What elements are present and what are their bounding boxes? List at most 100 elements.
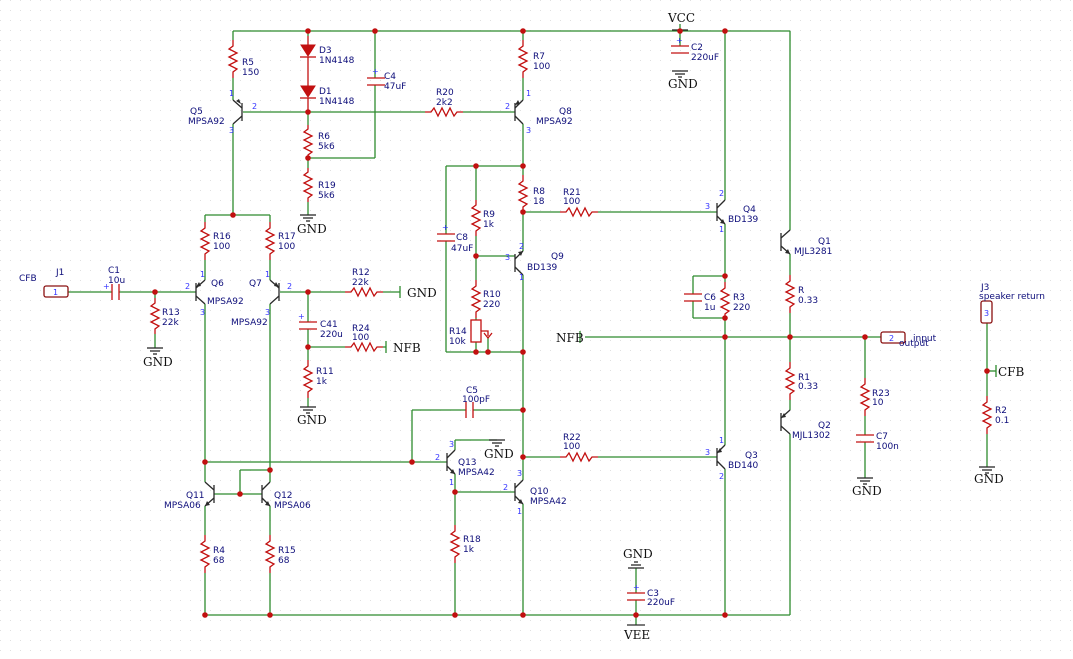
transistor-q11[interactable] — [204, 481, 215, 507]
pin-q10-3: 3 — [517, 469, 522, 478]
transistor-q6[interactable] — [195, 279, 206, 305]
resistor-r18[interactable] — [449, 525, 461, 563]
transistor-q4[interactable] — [716, 199, 726, 225]
resistor-r7[interactable] — [517, 40, 529, 78]
resistor-r24[interactable] — [345, 341, 383, 353]
capacitor-c5[interactable] — [465, 402, 474, 418]
resistor-r4[interactable] — [199, 535, 211, 573]
transistor-q7[interactable] — [269, 279, 280, 305]
resistor-r3[interactable] — [719, 282, 731, 320]
capacitor-c6[interactable] — [684, 293, 702, 302]
potentiometer-r14[interactable] — [470, 319, 493, 343]
capacitor-c1[interactable]: + — [103, 282, 120, 300]
label-q11-val: MPSA06 — [164, 501, 201, 511]
resistor-r16[interactable] — [199, 222, 211, 260]
net-nfb-main: NFB — [556, 331, 584, 345]
transistor-q13[interactable] — [446, 449, 456, 475]
capacitor-c41[interactable]: + — [298, 312, 317, 330]
diode-d3[interactable] — [300, 36, 316, 80]
capacitor-c4[interactable]: + — [367, 67, 385, 86]
label-q2-ref: Q2 — [818, 421, 831, 431]
resistor-r13[interactable] — [149, 298, 161, 334]
label-j3-ref: J3 — [980, 283, 989, 293]
capacitor-c8[interactable]: + — [437, 223, 455, 242]
label-r17-val: 100 — [278, 242, 295, 252]
label-r10-ref: R10 — [483, 290, 501, 300]
label-r15-ref: R15 — [278, 546, 296, 556]
junction-dot — [520, 612, 526, 618]
label-q6-ref: Q6 — [211, 279, 224, 289]
resistor-r20[interactable] — [425, 106, 463, 118]
pin-numbers: 1 2 3 1 2 3 1 2 3 1 2 3 1 2 3 1 2 3 1 2 … — [53, 89, 989, 516]
label-r6-val: 5k6 — [318, 142, 335, 152]
label-r3-ref: R3 — [733, 293, 745, 303]
resistor-r15[interactable] — [264, 535, 276, 573]
label-c8-val: 47uF — [451, 244, 473, 254]
junction-dot — [520, 163, 526, 169]
label-r11-val: 1k — [316, 377, 328, 387]
connector-j3[interactable] — [980, 300, 993, 324]
resistor-r[interactable] — [784, 275, 796, 313]
resistor-r21[interactable] — [560, 206, 598, 218]
label-q5-val: MPSA92 — [188, 117, 225, 127]
label-c5-val: 100pF — [462, 395, 490, 405]
label-r24-val: 100 — [352, 333, 369, 343]
label-r2-ref: R2 — [995, 406, 1007, 416]
connector-j1[interactable] — [43, 285, 69, 298]
capacitor-c2[interactable]: + — [671, 36, 689, 54]
transistor-q3[interactable] — [716, 444, 726, 470]
label-r24-ref: R24 — [352, 324, 370, 334]
resistor-r19[interactable] — [302, 168, 314, 202]
connector-j2[interactable] — [880, 331, 906, 344]
label-q13-val: MPSA42 — [458, 468, 495, 478]
diode-d1[interactable] — [300, 80, 316, 112]
pin-q6-2: 2 — [185, 282, 190, 291]
label-r22-ref: R22 — [563, 433, 581, 443]
transistor-q5[interactable] — [232, 99, 243, 125]
junction-dot — [520, 209, 526, 215]
label-c2-val: 220uF — [691, 53, 719, 63]
label-r13-ref: R13 — [162, 308, 180, 318]
transistor-q8[interactable] — [514, 99, 524, 125]
transistor-q12[interactable] — [261, 481, 271, 507]
resistor-r8[interactable] — [517, 175, 529, 212]
label-d3-val: 1N4148 — [319, 56, 355, 66]
resistor-r23[interactable] — [859, 378, 871, 416]
pin-q9-1: 1 — [519, 273, 524, 282]
resistor-r2[interactable] — [981, 396, 993, 434]
label-r12-ref: R12 — [352, 268, 370, 278]
svg-text:+: + — [633, 583, 640, 592]
label-q1-ref: Q1 — [818, 237, 831, 247]
transistor-q1[interactable] — [780, 229, 791, 255]
resistor-r9[interactable] — [470, 200, 482, 236]
net-vee: VEE — [623, 628, 650, 642]
label-c1-ref: C1 — [108, 266, 120, 276]
label-r21-ref: R21 — [563, 188, 581, 198]
label-r-ref: R — [798, 286, 804, 296]
pin-j2: 2 — [889, 334, 894, 343]
junction-dot — [452, 612, 458, 618]
label-q7-ref: Q7 — [249, 279, 262, 289]
capacitor-c3[interactable]: + — [627, 583, 645, 601]
net-vcc: VCC — [667, 11, 695, 25]
transistor-q10[interactable] — [514, 479, 524, 505]
junction-dot — [984, 368, 990, 374]
resistor-r6[interactable] — [302, 125, 314, 158]
label-r23-ref: R23 — [872, 389, 890, 399]
label-r4-val: 68 — [213, 556, 225, 566]
resistor-r5[interactable] — [227, 40, 239, 78]
resistor-r12[interactable] — [345, 286, 383, 298]
resistor-r10[interactable] — [470, 280, 482, 318]
label-c4-ref: C4 — [384, 72, 396, 82]
resistor-r17[interactable] — [264, 222, 276, 260]
resistor-r22[interactable] — [560, 451, 598, 463]
resistor-r1[interactable] — [784, 362, 796, 400]
net-gnd-r13: GND — [143, 355, 173, 369]
label-r4-ref: R4 — [213, 546, 225, 556]
transistor-q9[interactable] — [514, 250, 524, 276]
transistor-q2[interactable] — [780, 409, 791, 435]
junction-dot — [267, 612, 273, 618]
resistor-r11[interactable] — [302, 360, 314, 398]
pin-q3-3: 3 — [705, 448, 710, 457]
capacitor-c7[interactable] — [856, 434, 874, 443]
